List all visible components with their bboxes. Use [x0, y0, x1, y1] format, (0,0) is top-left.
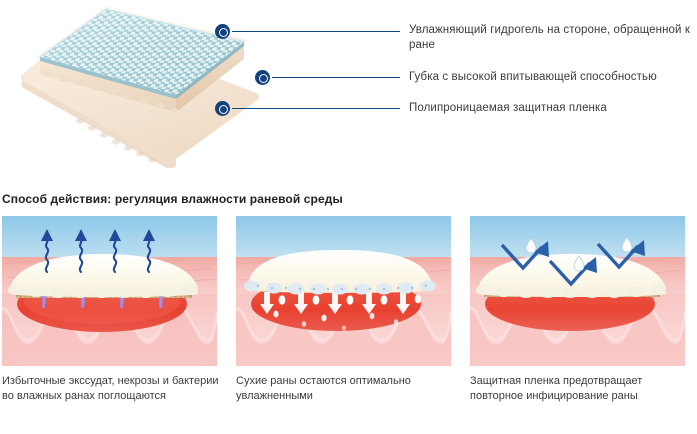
callout-dot-film[interactable]: [215, 101, 230, 116]
product-layer-diagram: Увлажняющий гидрогель на стороне, обраще…: [0, 0, 697, 185]
leader-line-sponge: [272, 77, 400, 78]
panel-caption-hydration: Сухие раны остаются оптимально увлажненн…: [236, 375, 411, 402]
panel-protection: [470, 216, 685, 366]
panel-caption-absorption: Избыточные экссудат, некрозы и бактерии …: [2, 375, 219, 402]
leader-line-film: [232, 108, 400, 109]
section-heading: Способ действия: регуляция влажности ран…: [2, 192, 343, 206]
panel-hydration-svg: [236, 216, 451, 366]
callout-dot-hydrogel[interactable]: [215, 24, 230, 39]
moisture-droplets: [260, 292, 422, 331]
panel-protection-svg: [470, 216, 685, 366]
deflection-arrowheads: [534, 240, 645, 273]
panel-caption-protection: Защитная пленка предотвращает повторное …: [470, 375, 643, 402]
panel-hydration: [236, 216, 451, 366]
vapour-arrows-up: [44, 237, 152, 274]
vapour-arrowheads: [41, 229, 155, 241]
panel-absorption-svg: [2, 216, 217, 366]
callout-label-film: Полипроницаемая защитная пленка: [409, 102, 607, 114]
callout-label-hydrogel: Увлажняющий гидрогель на стороне, обраще…: [409, 24, 690, 51]
leader-line-hydrogel: [232, 31, 400, 32]
repelled-droplets: [525, 236, 633, 272]
deflection-arrows: [500, 242, 640, 287]
dressing-illustration: [18, 0, 348, 180]
dressing-svg: [21, 6, 260, 169]
callout-dot-sponge[interactable]: [255, 70, 270, 85]
callout-label-sponge: Губка с высокой впитывающей способностью: [409, 71, 657, 83]
panel-absorption: [2, 216, 217, 366]
